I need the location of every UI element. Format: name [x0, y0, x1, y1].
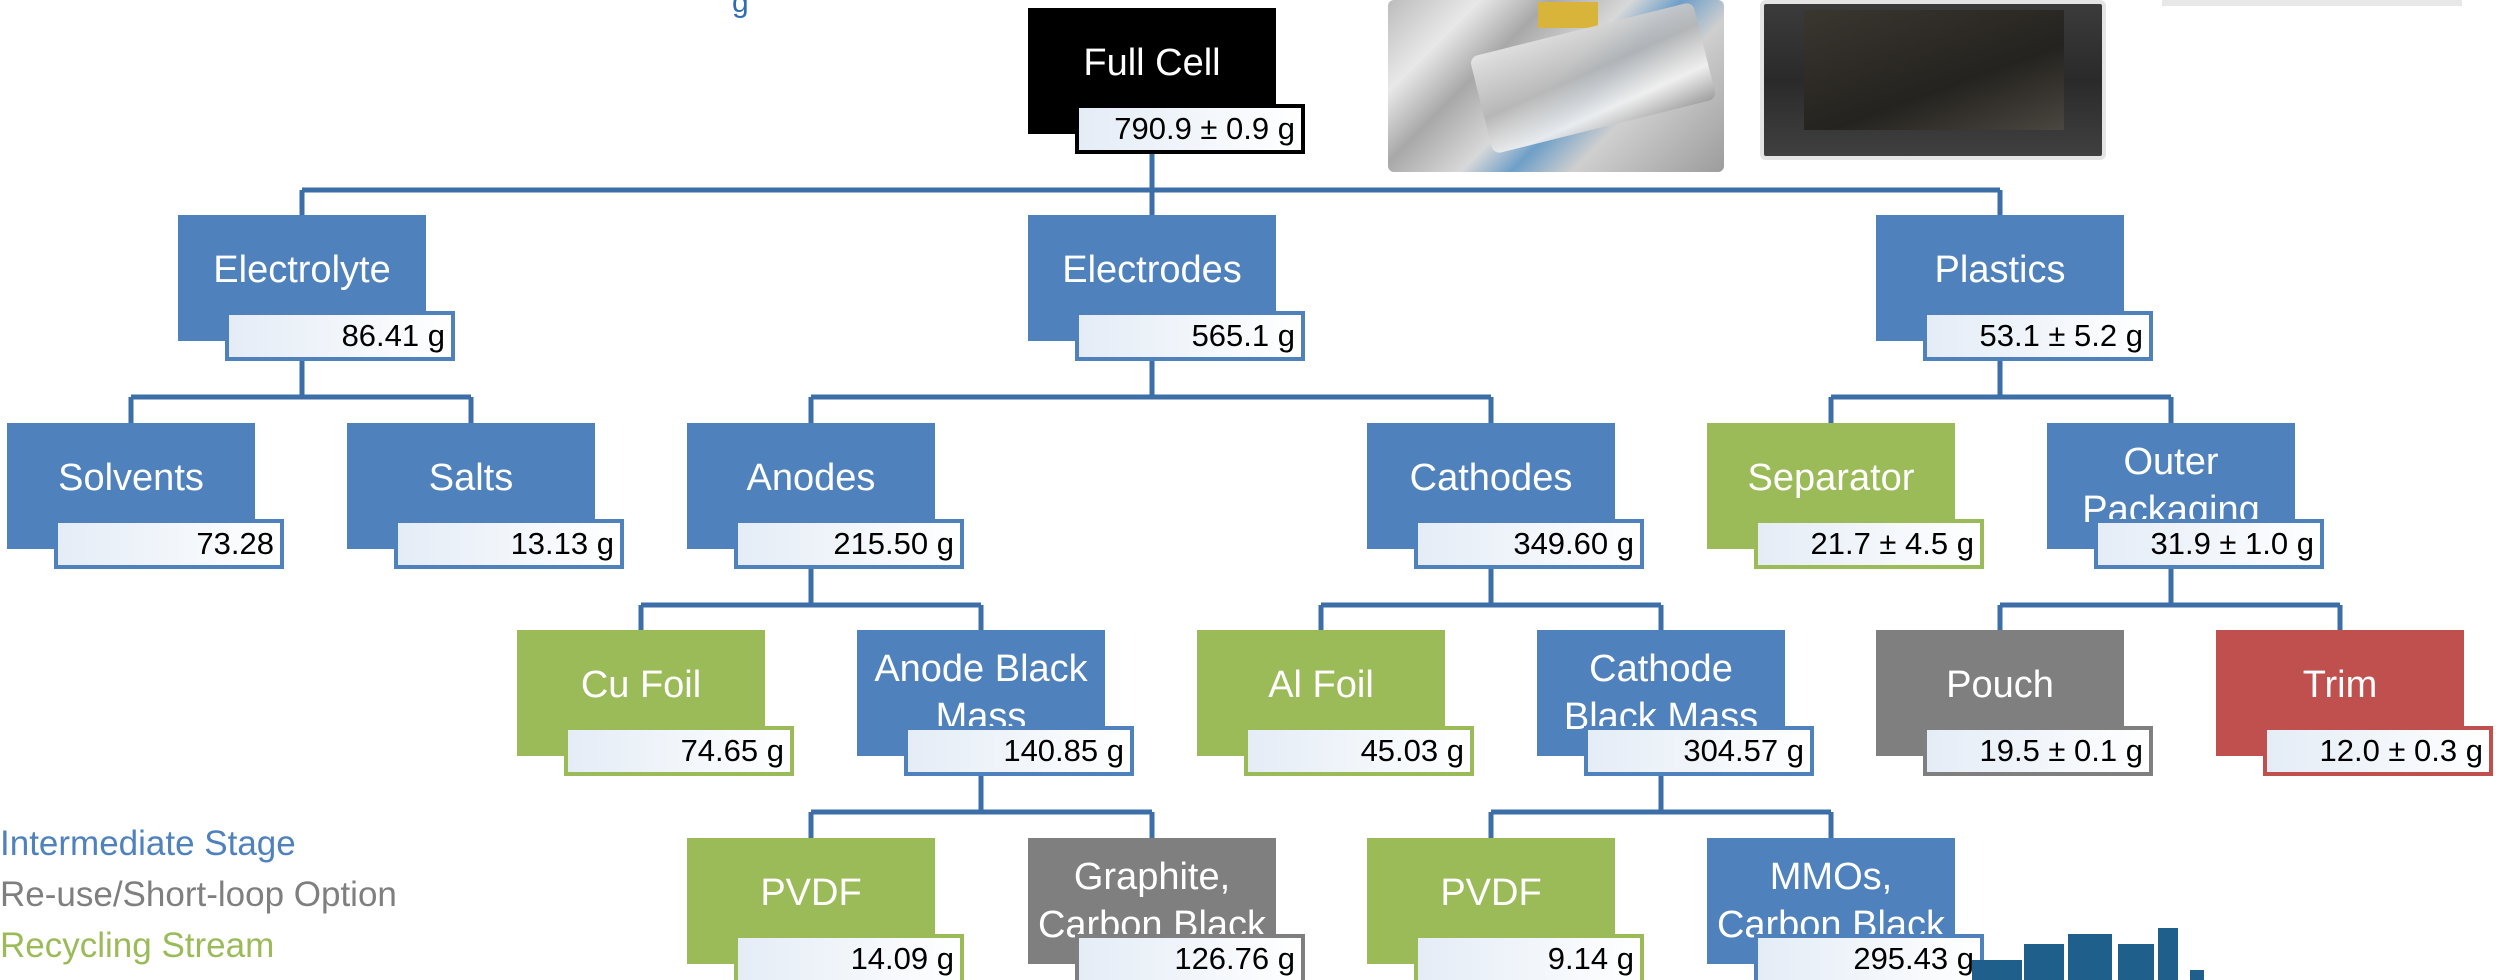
electrode-sheet: [1804, 10, 2064, 130]
node-value: 790.9 ± 0.9 g: [1114, 111, 1295, 146]
node-label: Pouch: [1946, 664, 2054, 706]
node-label: Trim: [2303, 664, 2378, 706]
node-value: 14.09 g: [851, 941, 954, 976]
corner-image-edge: [2162, 0, 2462, 6]
value-box: [2263, 726, 2493, 776]
node-label: Electrodes: [1062, 249, 1242, 291]
value-box: [2094, 519, 2324, 569]
node-solvents: Solvents 73.28: [7, 423, 284, 569]
value-box: [564, 726, 794, 776]
node-value: 126.76 g: [1174, 941, 1295, 976]
node-pouch: Pouch 19.5 ± 0.1 g: [1876, 630, 2153, 776]
legend: Intermediate Stage Re-use/Short-loop Opt…: [0, 818, 397, 971]
node-salts: Salts 13.13 g: [347, 423, 624, 569]
legend-recycling: Recycling Stream: [0, 926, 275, 965]
value-box: [1584, 726, 1814, 776]
node-value: 21.7 ± 4.5 g: [1810, 526, 1974, 561]
node-value: 565.1 g: [1192, 318, 1295, 353]
value-box: [1923, 726, 2153, 776]
connectors: [128, 134, 2343, 838]
node-anode-pvdf: PVDF 14.09 g: [687, 838, 964, 980]
node-cathodes: Cathodes 349.60 g: [1367, 423, 1644, 569]
value-box: [225, 311, 455, 361]
node-value: 53.1 ± 5.2 g: [1979, 318, 2143, 353]
value-box: [1754, 934, 1984, 980]
node-cu-foil: Cu Foil 74.65 g: [517, 630, 794, 776]
node-value: 73.28: [196, 526, 274, 561]
node-label: Cathodes: [1410, 457, 1573, 499]
value-box: [1923, 311, 2153, 361]
node-value: 13.13 g: [511, 526, 614, 561]
legend-intermediate: Intermediate Stage: [0, 824, 296, 863]
value-box: [54, 519, 284, 569]
node-label: Cathode: [1589, 648, 1733, 690]
node-value: 19.5 ± 0.1 g: [1979, 733, 2143, 768]
node-label: Plastics: [1935, 249, 2066, 291]
node-value: 74.65 g: [681, 733, 784, 768]
node-label: PVDF: [760, 872, 861, 914]
node-label: Outer: [2123, 441, 2218, 483]
node-value: 31.9 ± 1.0 g: [2150, 526, 2314, 561]
node-value: 45.03 g: [1361, 733, 1464, 768]
building-logo-icon: [1972, 928, 2206, 980]
node-value: 304.57 g: [1683, 733, 1804, 768]
legend-reuse: Re-use/Short-loop Option: [0, 875, 397, 914]
electrode-photo: [1760, 0, 2106, 160]
node-value: 12.0 ± 0.3 g: [2319, 733, 2483, 768]
value-box: [1075, 104, 1305, 154]
node-plastics: Plastics 53.1 ± 5.2 g: [1876, 215, 2153, 361]
value-box: [904, 726, 1134, 776]
node-value: 295.43 g: [1853, 941, 1974, 976]
node-value: 86.41 g: [342, 318, 445, 353]
value-box: [1754, 519, 1984, 569]
node-label: PVDF: [1440, 872, 1541, 914]
value-box: [1414, 934, 1644, 980]
node-anodes: Anodes 215.50 g: [687, 423, 964, 569]
node-value: 215.50 g: [833, 526, 954, 561]
value-box: [734, 934, 964, 980]
node-label: Separator: [1748, 457, 1915, 499]
node-trim: Trim 12.0 ± 0.3 g: [2216, 630, 2493, 776]
node-electrolyte: Electrolyte 86.41 g: [178, 215, 455, 361]
node-value: 140.85 g: [1003, 733, 1124, 768]
node-label: Anodes: [747, 457, 876, 499]
value-box: [1075, 311, 1305, 361]
node-label: Al Foil: [1268, 664, 1374, 706]
value-box: [394, 519, 624, 569]
value-box: [1414, 519, 1644, 569]
value-box: [1244, 726, 1474, 776]
node-separator: Separator 21.7 ± 4.5 g: [1707, 423, 1984, 569]
node-value: 349.60 g: [1513, 526, 1634, 561]
node-label: Anode Black: [874, 648, 1088, 690]
node-al-foil: Al Foil 45.03 g: [1197, 630, 1474, 776]
node-label: Cu Foil: [581, 664, 701, 706]
pouch-cell-photo: [1388, 0, 1724, 172]
node-root: Full Cell 790.9 ± 0.9 g: [1028, 8, 1305, 154]
node-label: MMOs,: [1770, 856, 1892, 898]
node-label: Solvents: [58, 457, 204, 499]
label-sticker: [1538, 2, 1598, 28]
value-box: [734, 519, 964, 569]
value-box: [1075, 934, 1305, 980]
node-label: Salts: [429, 457, 513, 499]
diagram-title-fragment: g: [732, 0, 749, 19]
node-label: Electrolyte: [213, 249, 390, 291]
node-value: 9.14 g: [1548, 941, 1634, 976]
node-label: Graphite,: [1074, 856, 1230, 898]
node-label: Full Cell: [1083, 42, 1220, 84]
node-electrodes: Electrodes 565.1 g: [1028, 215, 1305, 361]
